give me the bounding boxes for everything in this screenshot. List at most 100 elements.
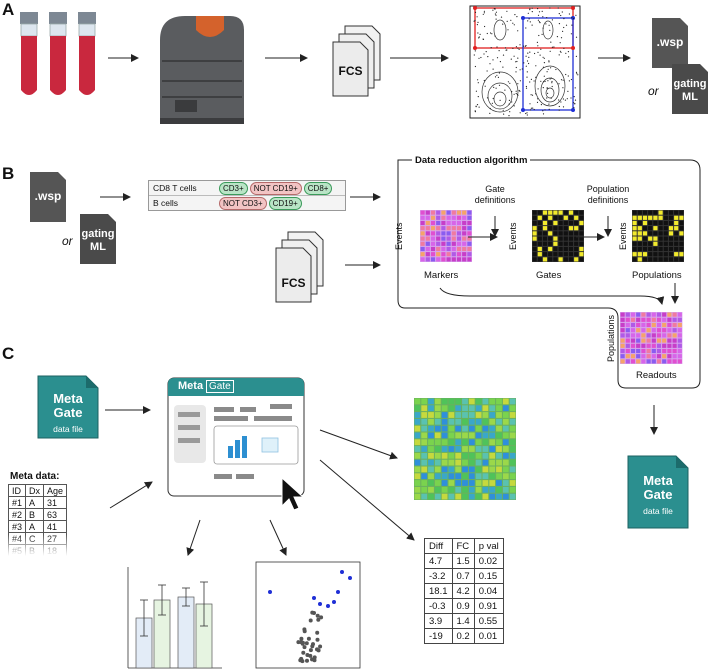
heatmap-cell: [434, 446, 441, 452]
heatmap-cell: [475, 432, 482, 439]
heatmap-cell: [668, 231, 674, 236]
heatmap-cell: [636, 317, 641, 322]
event-dot: [571, 24, 573, 26]
event-dot: [558, 109, 560, 111]
heatmap-cell: [446, 236, 451, 241]
event-dot: [539, 22, 541, 24]
heatmap-cell: [548, 252, 553, 257]
heatmap-cell: [568, 241, 574, 246]
heatmap-cell: [451, 246, 456, 252]
heatmap-cell: [428, 466, 434, 473]
heatmap-cell: [441, 418, 448, 425]
heatmap-cell: [677, 343, 682, 348]
events-label-markers: Events: [394, 222, 404, 250]
heatmap-cell: [558, 226, 563, 231]
table-cell: 0.2: [451, 628, 475, 644]
heatmap-cell: [496, 405, 502, 412]
heatmap-cell: [679, 226, 684, 231]
heatmap-cell: [448, 466, 455, 473]
heatmap-cell: [448, 459, 455, 466]
heatmap-cell: [668, 220, 674, 226]
event-dot: [495, 11, 497, 13]
event-dot: [514, 14, 516, 16]
heatmap-cell: [502, 466, 509, 473]
heatmap-cell: [489, 459, 496, 466]
heatmap-cell: [421, 439, 428, 446]
event-dot: [549, 7, 551, 9]
heatmap-cell: [568, 226, 574, 231]
heatmap-cell: [563, 246, 568, 252]
heatmap-cell: [462, 252, 467, 257]
event-dot: [570, 78, 573, 81]
event-dot: [492, 59, 494, 61]
heatmap-cell: [468, 439, 475, 446]
heatmap-cell: [430, 257, 436, 262]
gate-chip: NOT CD19+: [249, 181, 302, 195]
heatmap-cell: [420, 257, 425, 262]
event-dot: [562, 79, 564, 81]
heatmap-cell: [468, 412, 475, 418]
heatmap-cell: [441, 439, 448, 446]
heatmap-cell: [482, 480, 489, 486]
heatmap-cell: [651, 328, 656, 333]
heatmap-cell: [482, 452, 489, 459]
heatmap-cell: [663, 220, 668, 226]
table-cell: 0.91: [473, 598, 504, 614]
volcano-point: [302, 629, 307, 634]
heatmap-cell: [667, 322, 672, 328]
heatmap-cell: [425, 236, 430, 241]
event-dot: [575, 55, 578, 58]
heatmap-cell: [636, 348, 641, 354]
heatmap-cell: [462, 432, 468, 439]
heatmap-cell: [668, 210, 674, 215]
heatmap-cell: [537, 215, 542, 220]
event-dot: [538, 21, 541, 23]
heatmap-cell: [568, 220, 574, 226]
heatmap-cell: [462, 425, 468, 432]
event-dot: [508, 115, 510, 117]
heatmap-cell: [568, 215, 574, 220]
population-name: CD8 T cells: [153, 183, 197, 193]
event-dot: [563, 26, 565, 29]
heatmap-cell: [632, 257, 637, 262]
heatmap-cell: [632, 231, 637, 236]
heatmap-cell: [630, 338, 636, 343]
heatmap-cell: [548, 241, 553, 246]
heatmap-cell: [451, 220, 456, 226]
event-dot: [566, 98, 568, 100]
heatmap-cell: [674, 241, 679, 246]
heatmap-cell: [509, 473, 516, 480]
heatmap-cell: [677, 348, 682, 354]
heatmap-cell: [448, 425, 455, 432]
event-dot: [483, 12, 485, 14]
heatmap-cell: [674, 210, 679, 215]
events-label-gates: Events: [508, 222, 518, 250]
heatmap-cell: [537, 252, 542, 257]
heatmap-cell: [642, 252, 648, 257]
heatmap-cell: [436, 231, 441, 236]
heatmap-cell: [542, 246, 548, 252]
table-cell: #5: [8, 544, 27, 556]
event-dot: [474, 19, 476, 21]
heatmap-cell: [455, 412, 462, 418]
event-dot: [478, 36, 480, 38]
table-cell: -0.3: [424, 598, 453, 614]
event-dot: [474, 11, 477, 13]
heatmap-cell: [421, 459, 428, 466]
table-cell: B: [25, 508, 45, 521]
heatmap-cell: [425, 257, 430, 262]
heatmap-cell: [641, 338, 646, 343]
heatmap-cell: [482, 439, 489, 446]
readouts-heatmap: [620, 312, 683, 364]
heatmap-cell: [568, 252, 574, 257]
volcano-point: [318, 644, 323, 649]
heatmap-cell: [509, 425, 516, 432]
heatmap-cell: [648, 252, 653, 257]
heatmap-cell: [421, 446, 428, 452]
heatmap-cell: [656, 348, 662, 354]
heatmap-cell: [467, 210, 472, 215]
